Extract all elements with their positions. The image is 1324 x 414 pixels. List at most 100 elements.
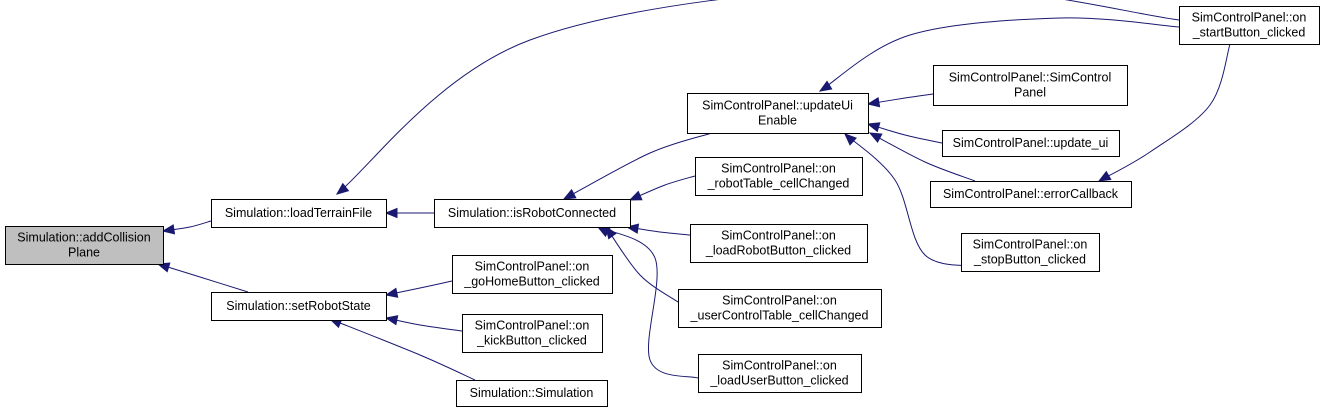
arrowhead-icon bbox=[384, 207, 398, 219]
arrowhead-icon bbox=[335, 182, 350, 195]
node-loadRobot[interactable]: SimControlPanel::on_loadRobotButton_clic… bbox=[690, 224, 868, 263]
edge-line bbox=[605, 226, 679, 303]
edge-line bbox=[844, 133, 986, 267]
node-robotTable[interactable]: SimControlPanel::on_robotTable_cellChang… bbox=[695, 157, 863, 196]
arrowhead-icon bbox=[384, 315, 399, 326]
node-label-line: SimControlPanel::on bbox=[722, 294, 837, 308]
node-loadUser[interactable]: SimControlPanel::on_loadUserButton_click… bbox=[698, 354, 862, 393]
edge-setRobotState-to-addCollisionPlane bbox=[156, 262, 249, 293]
node-label-line: SimControlPanel::on bbox=[1192, 11, 1307, 25]
arrowhead-icon bbox=[866, 122, 881, 133]
node-box[interactable] bbox=[211, 199, 387, 228]
node-errorCallback[interactable]: SimControlPanel::errorCallback bbox=[930, 181, 1132, 208]
arrowhead-icon bbox=[844, 133, 857, 146]
focus-node-box[interactable] bbox=[5, 226, 164, 265]
node-label-line: _loadUserButton_clicked bbox=[709, 374, 848, 388]
edge-robotTable-to-isRobotConnected bbox=[628, 175, 696, 201]
node-label-line: Simulation::Simulation bbox=[470, 386, 594, 400]
node-label-line: Simulation::addCollision bbox=[17, 231, 150, 245]
edge-line bbox=[329, 318, 476, 381]
node-label-line: SimControlPanel::on bbox=[973, 238, 1088, 252]
node-box[interactable] bbox=[698, 354, 862, 393]
node-label-line: Plane bbox=[68, 246, 100, 260]
node-kick[interactable]: SimControlPanel::on_kickButton_clicked bbox=[462, 314, 603, 353]
arrowhead-icon bbox=[866, 96, 881, 108]
node-label-line: SimControlPanel::on bbox=[721, 229, 836, 243]
edge-start-to-loadTerrainFile bbox=[335, 0, 1180, 195]
node-label-line: _userControlTable_cellChanged bbox=[690, 309, 869, 323]
edge-errorCallback-to-updateUiEnable bbox=[868, 132, 976, 182]
arrowhead-icon bbox=[1097, 170, 1112, 182]
edge-line bbox=[1098, 43, 1231, 182]
node-label-line: _kickButton_clicked bbox=[476, 334, 587, 348]
node-label-line: SimControlPanel::errorCallback bbox=[943, 187, 1119, 201]
node-label-line: Simulation::isRobotConnected bbox=[448, 206, 616, 220]
node-loadTerrainFile[interactable]: Simulation::loadTerrainFile bbox=[211, 199, 387, 228]
node-box[interactable] bbox=[695, 157, 863, 196]
node-start[interactable]: SimControlPanel::on_startButton_clicked bbox=[1179, 6, 1320, 45]
arrowhead-icon bbox=[384, 287, 399, 298]
node-label-line: _robotTable_cellChanged bbox=[707, 177, 850, 191]
node-simulationCtor[interactable]: Simulation::Simulation bbox=[456, 380, 608, 407]
edge-ctor-to-updateUiEnable bbox=[866, 93, 934, 108]
edge-kick-to-setRobotState bbox=[384, 315, 463, 332]
nodes-layer: Simulation::addCollisionPlaneSimulation:… bbox=[5, 6, 1320, 407]
edge-loadTerrainFile-to-addCollisionPlane bbox=[161, 220, 212, 235]
arrowhead-icon bbox=[818, 80, 833, 92]
edge-updateUi-to-updateUiEnable bbox=[866, 122, 943, 144]
edge-line bbox=[157, 263, 249, 293]
edges-layer bbox=[156, 0, 1231, 381]
node-box[interactable] bbox=[942, 130, 1120, 157]
node-label-line: Enable bbox=[758, 114, 797, 128]
edge-line bbox=[336, 0, 1180, 195]
edge-line bbox=[819, 17, 1180, 92]
node-box[interactable] bbox=[452, 255, 613, 294]
node-label-line: Panel bbox=[1014, 86, 1046, 100]
node-label-line: SimControlPanel::update_ui bbox=[953, 136, 1109, 150]
node-box[interactable] bbox=[456, 380, 608, 407]
node-label-line: _startButton_clicked bbox=[1192, 26, 1306, 40]
node-box[interactable] bbox=[678, 289, 882, 328]
node-box[interactable] bbox=[434, 199, 631, 228]
edge-simulationCtor-to-setRobotState bbox=[328, 318, 476, 381]
node-label-line: Simulation::loadTerrainFile bbox=[225, 206, 372, 220]
node-goHome[interactable]: SimControlPanel::on_goHomeButton_clicked bbox=[452, 255, 613, 294]
node-label-line: SimControlPanel::on bbox=[475, 319, 590, 333]
edge-loadRobot-to-isRobotConnected bbox=[625, 223, 691, 236]
edge-userControlTable-to-isRobotConnected bbox=[605, 225, 679, 303]
edge-isRobotConnected-to-loadTerrainFile bbox=[384, 207, 434, 219]
node-label-line: SimControlPanel::updateUi bbox=[702, 99, 853, 113]
edge-line bbox=[869, 132, 976, 182]
node-box[interactable] bbox=[462, 314, 603, 353]
edge-stop-to-updateUiEnable bbox=[844, 133, 986, 267]
node-ctor[interactable]: SimControlPanel::SimControlPanel bbox=[933, 65, 1128, 106]
edge-updateUiEnable-to-isRobotConnected bbox=[562, 132, 713, 200]
arrowhead-icon bbox=[628, 190, 643, 201]
node-userControlTable[interactable]: SimControlPanel::on_userControlTable_cel… bbox=[678, 289, 882, 328]
node-box[interactable] bbox=[211, 292, 387, 321]
node-updateUi[interactable]: SimControlPanel::update_ui bbox=[942, 130, 1120, 157]
edge-line bbox=[563, 132, 713, 200]
node-box[interactable] bbox=[933, 65, 1128, 106]
edge-start-to-updateUiEnable bbox=[818, 17, 1180, 92]
node-stop[interactable]: SimControlPanel::on_stopButton_clicked bbox=[961, 233, 1100, 272]
arrowhead-icon bbox=[161, 224, 176, 235]
node-label-line: _stopButton_clicked bbox=[973, 253, 1086, 267]
node-box[interactable] bbox=[930, 181, 1132, 208]
node-box[interactable] bbox=[1179, 6, 1320, 45]
node-label-line: Simulation::setRobotState bbox=[226, 299, 371, 313]
edge-line bbox=[597, 226, 699, 379]
node-box[interactable] bbox=[687, 93, 869, 134]
node-box[interactable] bbox=[961, 233, 1100, 272]
node-isRobotConnected[interactable]: Simulation::isRobotConnected bbox=[434, 199, 631, 228]
node-setRobotState[interactable]: Simulation::setRobotState bbox=[211, 292, 387, 321]
node-box[interactable] bbox=[690, 224, 868, 263]
edge-start-to-errorCallback bbox=[1097, 43, 1231, 182]
node-label-line: SimControlPanel::on bbox=[722, 359, 837, 373]
node-label-line: SimControlPanel::on bbox=[721, 162, 836, 176]
arrowhead-icon bbox=[868, 132, 883, 143]
edge-line bbox=[385, 317, 463, 332]
